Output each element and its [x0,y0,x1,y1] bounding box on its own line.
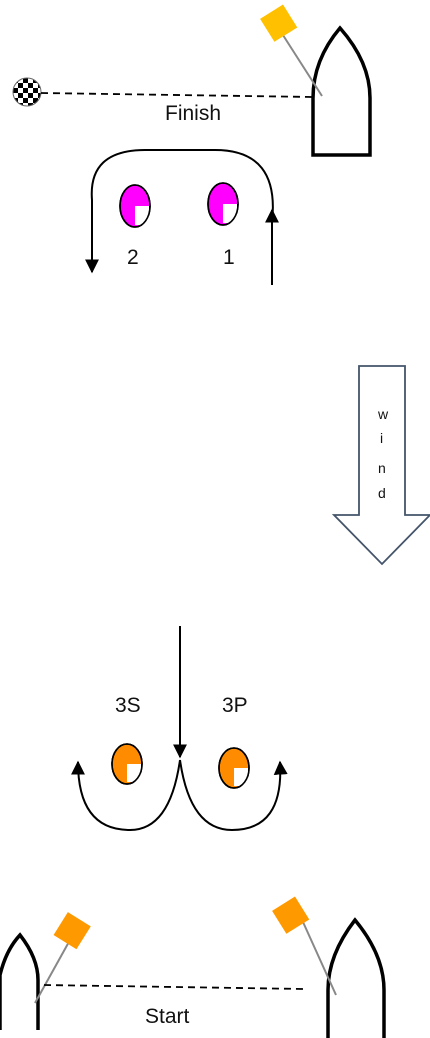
wind-arrow-icon: w i n d [331,365,430,566]
wind-letter-i: i [380,430,383,446]
wind-letter-d: d [378,485,386,501]
mark-2-label: 2 [127,246,139,269]
wind-letter-n: n [378,460,386,476]
start-line-group: Start [0,896,386,1038]
finish-label: Finish [165,102,221,125]
finish-line [40,92,314,98]
mark-2: 2 [119,184,151,269]
start-right-flag [272,896,310,934]
mark-1-label: 1 [223,246,235,269]
start-boat-right [272,896,386,1038]
wind-letter-w: w [377,406,389,422]
mark-3s-label: 3S [115,694,141,717]
checkered-flag-icon [12,77,42,107]
mark-3p-label: 3P [222,694,248,717]
mark-3p [218,747,250,789]
mark-1: 1 [207,182,239,269]
start-label: Start [145,1005,190,1028]
mark-3s [111,743,143,785]
start-line [43,984,306,990]
top-rounding-path [85,149,279,285]
finish-boat-flag [260,4,298,42]
finish-boat [260,4,372,157]
finish-line-group: Finish [12,4,372,157]
start-boat-left [0,912,91,1030]
gate-rounding-paths [71,626,288,832]
start-left-flag [53,912,91,950]
